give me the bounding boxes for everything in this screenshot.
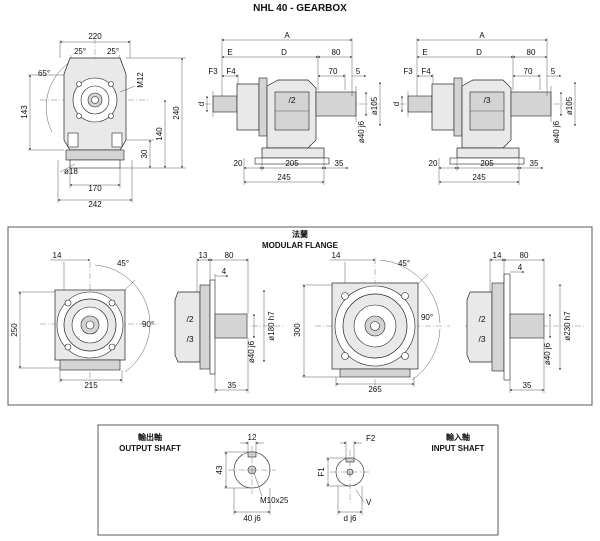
- dim-A: A: [479, 31, 485, 40]
- dim-F4: F4: [421, 67, 431, 76]
- dim-245: 245: [472, 173, 486, 182]
- gearbox-front-view: 220 25° 25° 65° M12 143 30 140 240 ø18 1…: [20, 32, 186, 209]
- input-shaft-en: INPUT SHAFT: [432, 444, 485, 453]
- dim-14: 14: [53, 251, 62, 260]
- flange-300-side: 14 80 4 /2 /3 ø230 h7 ø40 j6 35: [465, 251, 585, 393]
- dim-70: 70: [329, 67, 338, 76]
- dim-35: 35: [530, 159, 539, 168]
- input-shaft-drawing: F2 F1 V d j6: [317, 434, 376, 523]
- dim-35: 35: [523, 381, 532, 390]
- dim-5: 5: [551, 67, 556, 76]
- dim-hole: ø18: [64, 167, 78, 176]
- dim-shaft-dia: ø40 j6: [552, 120, 561, 143]
- dim-d: d: [197, 102, 206, 106]
- dim-thread: M12: [136, 72, 145, 88]
- dim-4: 4: [222, 267, 227, 276]
- dim-shaft-dia: ø40 j6: [357, 120, 366, 143]
- dim-90: 90°: [421, 313, 433, 322]
- dim-d: d: [392, 102, 401, 106]
- ratio-2: /2: [186, 314, 193, 324]
- dim-thread: M10x25: [260, 496, 289, 505]
- output-shaft-en: OUTPUT SHAFT: [119, 444, 181, 453]
- flange-title-en: MODULAR FLANGE: [262, 241, 339, 250]
- output-shaft-cn: 輸出軸: [138, 432, 162, 442]
- dim-out-dia: 40 j6: [243, 514, 261, 523]
- dim-35: 35: [335, 159, 344, 168]
- shafts-section: 輸出軸 OUTPUT SHAFT 輸入軸 INPUT SHAFT 12 43 M…: [97, 424, 499, 536]
- dim-14: 14: [332, 251, 341, 260]
- dim-angle-65: 65°: [38, 69, 50, 78]
- dim-140: 140: [155, 127, 164, 141]
- gearbox-side-view-ratio-3: A E D 80 F3 F4 70 5 d /3 ø40 j6 ø105 20 …: [392, 31, 576, 185]
- dim-F4: F4: [226, 67, 236, 76]
- ratio-2: /2: [478, 314, 485, 324]
- dim-20: 20: [234, 159, 243, 168]
- dim-265: 265: [368, 385, 382, 394]
- dim-80: 80: [527, 48, 536, 57]
- dim-E: E: [227, 48, 232, 57]
- dim-D: D: [281, 48, 287, 57]
- dim-shaft: ø40 j6: [247, 340, 256, 363]
- dim-flange-dia: ø105: [370, 96, 379, 115]
- dim-D: D: [476, 48, 482, 57]
- dim-245: 245: [277, 173, 291, 182]
- flange-250-front: 14 45° 250 90° 215: [10, 251, 160, 390]
- dim-20: 20: [429, 159, 438, 168]
- dim-30: 30: [140, 149, 149, 158]
- page-title: NHL 40 - GEARBOX: [253, 3, 347, 14]
- dim-205: 205: [480, 159, 494, 168]
- ratio-label: /3: [483, 95, 490, 105]
- input-shaft-cn: 輸入軸: [446, 432, 470, 442]
- dim-250: 250: [10, 323, 19, 337]
- dim-143: 143: [20, 105, 29, 119]
- dim-F3: F3: [208, 67, 218, 76]
- flange-250-side: 13 80 4 /2 /3 ø180 h7 ø40 j6 35: [174, 251, 285, 393]
- dim-220: 220: [88, 32, 102, 41]
- dim-pilot: ø180 h7: [267, 311, 276, 341]
- dim-V: V: [366, 498, 372, 507]
- dim-shaft: ø40 j6: [543, 342, 552, 365]
- dim-F1: F1: [317, 467, 326, 477]
- dim-300: 300: [293, 323, 302, 337]
- ratio-label: /2: [288, 95, 295, 105]
- dim-angle-right: 25°: [107, 47, 119, 56]
- dim-70: 70: [524, 67, 533, 76]
- dim-170: 170: [88, 184, 102, 193]
- dim-5: 5: [356, 67, 361, 76]
- dim-240: 240: [172, 106, 181, 120]
- flange-title-cn: 法蘭: [292, 229, 308, 239]
- dim-215: 215: [84, 381, 98, 390]
- dim-45: 45°: [117, 259, 129, 268]
- dim-pilot: ø230 h7: [563, 311, 572, 341]
- dim-12: 12: [248, 433, 257, 442]
- dim-E: E: [422, 48, 427, 57]
- modular-flange-section: 法蘭 MODULAR FLANGE: [7, 226, 593, 406]
- ratio-3: /3: [186, 334, 193, 344]
- dim-angle-left: 25°: [74, 47, 86, 56]
- dim-43: 43: [215, 465, 224, 474]
- dim-45: 45°: [398, 259, 410, 268]
- ratio-3: /3: [478, 334, 485, 344]
- dim-4: 4: [518, 263, 523, 272]
- dim-in-dia: d j6: [344, 514, 357, 523]
- dim-14: 14: [493, 251, 502, 260]
- dim-F3: F3: [403, 67, 413, 76]
- dim-80: 80: [332, 48, 341, 57]
- dim-205: 205: [285, 159, 299, 168]
- dim-90: 90°: [142, 320, 154, 329]
- dim-flange-dia: ø105: [565, 96, 574, 115]
- dim-A: A: [284, 31, 290, 40]
- dim-80: 80: [520, 251, 529, 260]
- dim-80: 80: [225, 251, 234, 260]
- dim-242: 242: [88, 200, 102, 209]
- output-shaft-drawing: 12 43 M10x25 40 j6: [215, 433, 289, 523]
- flange-300-front: 14 45° 300 90° 265: [293, 251, 450, 394]
- dim-35: 35: [228, 381, 237, 390]
- gearbox-side-view-ratio-2: A E D 80 F3 F4 70 5 d /2 ø40 j6 ø105 20 …: [197, 31, 381, 185]
- dim-13: 13: [199, 251, 208, 260]
- dim-F2: F2: [366, 434, 376, 443]
